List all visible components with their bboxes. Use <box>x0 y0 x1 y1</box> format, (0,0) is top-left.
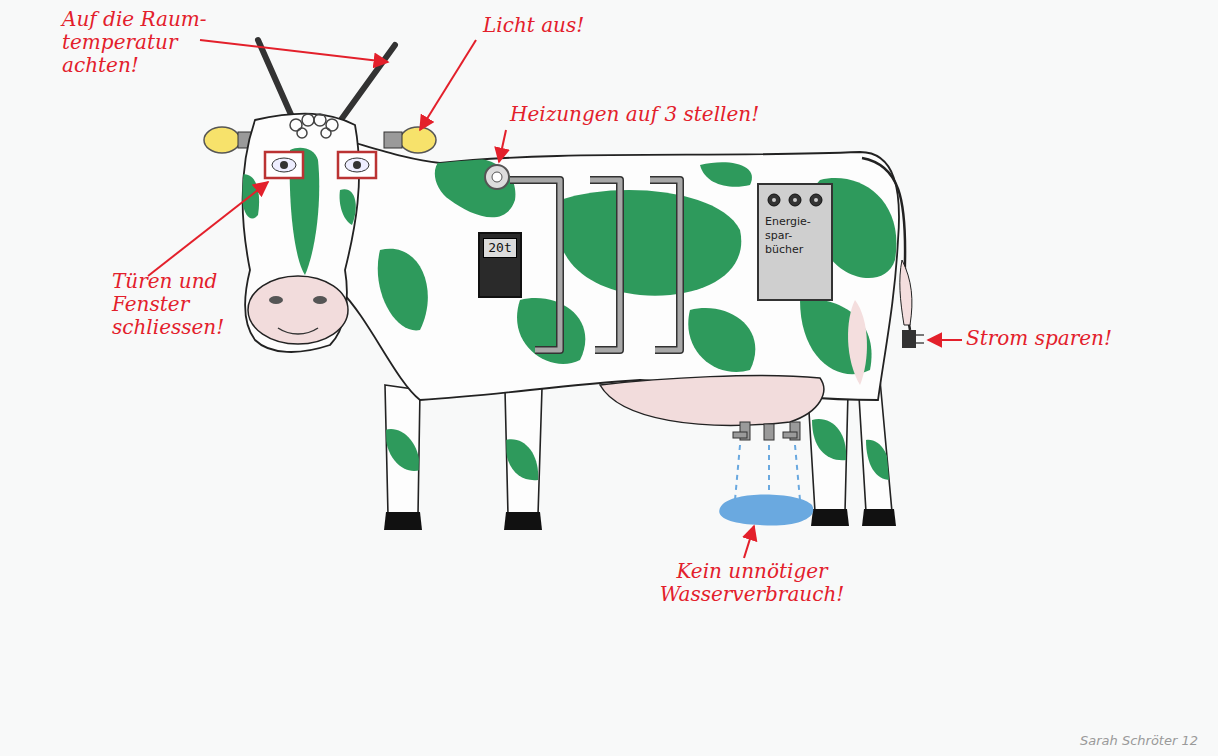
power-plug <box>902 330 916 348</box>
shape <box>505 439 538 480</box>
shape <box>385 429 420 471</box>
shape <box>297 128 307 138</box>
shape <box>326 119 338 131</box>
bulb-socket <box>384 132 402 148</box>
leader-arrows <box>148 40 962 558</box>
shape <box>733 432 747 438</box>
plug-prong <box>916 342 924 344</box>
node-text: 20t <box>483 238 517 258</box>
thermostat-knob <box>492 172 502 182</box>
radiator-outline <box>510 180 680 350</box>
shape <box>768 194 780 206</box>
shape <box>783 432 797 438</box>
radiator-pipe <box>510 180 680 350</box>
mouth <box>278 328 318 334</box>
shape <box>810 194 822 206</box>
shape <box>378 249 428 331</box>
water-drops <box>735 445 800 500</box>
shape <box>772 198 776 202</box>
pupil <box>353 161 361 169</box>
cow-head <box>242 114 359 352</box>
shape <box>290 119 302 131</box>
eye <box>345 158 369 172</box>
shape <box>795 445 800 500</box>
shape <box>744 526 754 558</box>
hooves <box>384 509 896 530</box>
shape <box>302 114 314 126</box>
pink-patch <box>848 300 867 385</box>
shape <box>700 162 752 186</box>
shape <box>340 189 356 225</box>
light-bulb <box>204 127 240 153</box>
pupil <box>280 161 288 169</box>
nostril <box>313 296 327 304</box>
shape <box>590 180 620 350</box>
shape <box>866 440 890 480</box>
shape <box>764 424 774 440</box>
eye <box>272 158 296 172</box>
eye-window <box>338 152 376 178</box>
shape <box>811 509 849 526</box>
callout-text: Licht aus! <box>483 14 633 37</box>
shape <box>200 40 388 62</box>
callout-text: Strom sparen! <box>966 327 1166 350</box>
shape <box>650 180 680 350</box>
shape <box>385 385 420 515</box>
shape <box>808 392 848 512</box>
callout-text: Auf die Raum- temperatur achten! <box>62 8 217 77</box>
cow-body <box>340 140 899 400</box>
udder <box>600 376 824 426</box>
shape <box>789 194 801 206</box>
callout-text: Türen und Fenster schliessen! <box>112 270 224 339</box>
shape <box>862 509 896 526</box>
book-panel: Energie- spar- bücher <box>757 183 833 301</box>
nostril <box>269 296 283 304</box>
shape <box>504 512 542 530</box>
shape <box>321 128 331 138</box>
shape <box>928 339 962 341</box>
shape <box>499 130 506 162</box>
tail-tuft <box>900 260 912 325</box>
shape <box>768 445 770 500</box>
shape <box>812 419 846 460</box>
water-puddle <box>719 494 813 525</box>
panel-dial-centers <box>772 198 818 202</box>
shape <box>435 157 516 217</box>
node-text: Energie- spar- bücher <box>765 215 825 257</box>
shape <box>793 198 797 202</box>
display-box: 20t <box>478 232 522 298</box>
shape <box>557 190 741 296</box>
shape <box>505 388 542 515</box>
panel-dials <box>768 194 822 206</box>
faucets <box>733 422 800 440</box>
shape <box>314 114 326 126</box>
muzzle <box>248 276 348 344</box>
shape <box>735 445 740 500</box>
callout-text: Heizungen auf 3 stellen! <box>510 103 830 126</box>
eye-window <box>265 152 303 178</box>
shape <box>814 198 818 202</box>
callout-text: Kein unnötiger Wasserverbrauch! <box>652 560 852 606</box>
shape <box>650 180 680 350</box>
thermostat-dial <box>485 165 509 189</box>
shape <box>590 180 620 350</box>
light-bulb <box>400 127 436 153</box>
shape <box>517 298 585 364</box>
hair-curls <box>290 114 338 138</box>
signature: Sarah Schröter 12 <box>1080 733 1215 748</box>
shape <box>384 512 422 530</box>
shape <box>148 182 268 276</box>
shape <box>688 308 755 372</box>
green-spots <box>240 148 896 481</box>
plug-prong <box>916 334 924 336</box>
shape <box>420 40 476 130</box>
